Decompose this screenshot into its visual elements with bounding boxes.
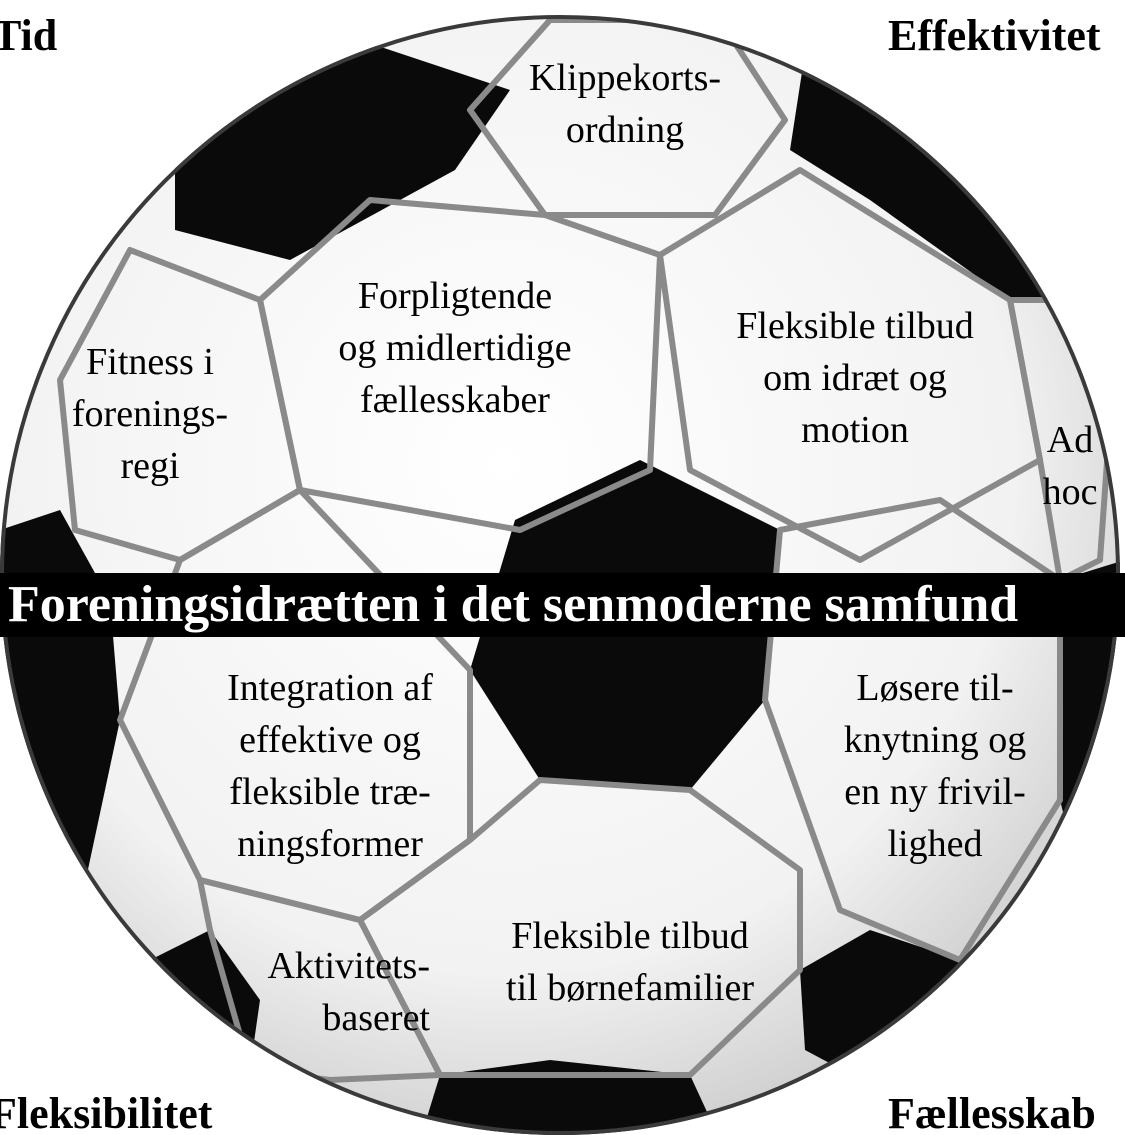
black-patch-bottom bbox=[420, 1060, 720, 1135]
seam-forpligtende bbox=[257, 197, 663, 533]
corner-label-effektivitet: Effektivitet bbox=[888, 11, 1101, 60]
corner-label-faellesskab: Fællesskab bbox=[888, 1089, 1096, 1135]
label-klippekortsordning: Klippekorts- ordning bbox=[528, 57, 722, 151]
center-title: Foreningsidrætten i det senmoderne samfu… bbox=[8, 576, 1019, 633]
label-fitness-foreningsregi: Fitness i forenings- regi bbox=[71, 341, 229, 487]
center-title-band bbox=[0, 573, 1125, 637]
label-fleksible-tilbud-idraet: Fleksible tilbud om idræt og motion bbox=[736, 305, 974, 451]
black-patch-top-left bbox=[175, 40, 510, 260]
label-ad-hoc: Ad hoc bbox=[1042, 419, 1098, 513]
label-aktivitetsbaseret: Aktivitets- baseret bbox=[267, 945, 430, 1039]
label-fleksible-tilbud-bornefamilier: Fleksible tilbud til børnefamilier bbox=[506, 915, 754, 1009]
seam-losere bbox=[762, 497, 1063, 963]
corner-label-tid: Tid bbox=[0, 11, 58, 60]
seam-aktivitets bbox=[197, 877, 443, 1083]
label-losere-tilknytning: Løsere til- knytning og en ny frivil- li… bbox=[843, 667, 1027, 865]
label-integration: Integration af effektive og fleksible tr… bbox=[227, 667, 433, 865]
label-forpligtende-faellesskaber: Forpligtende og midlertidige fællesskabe… bbox=[338, 275, 572, 421]
corner-label-fleksibilitet: Fleksibilitet bbox=[0, 1089, 213, 1135]
